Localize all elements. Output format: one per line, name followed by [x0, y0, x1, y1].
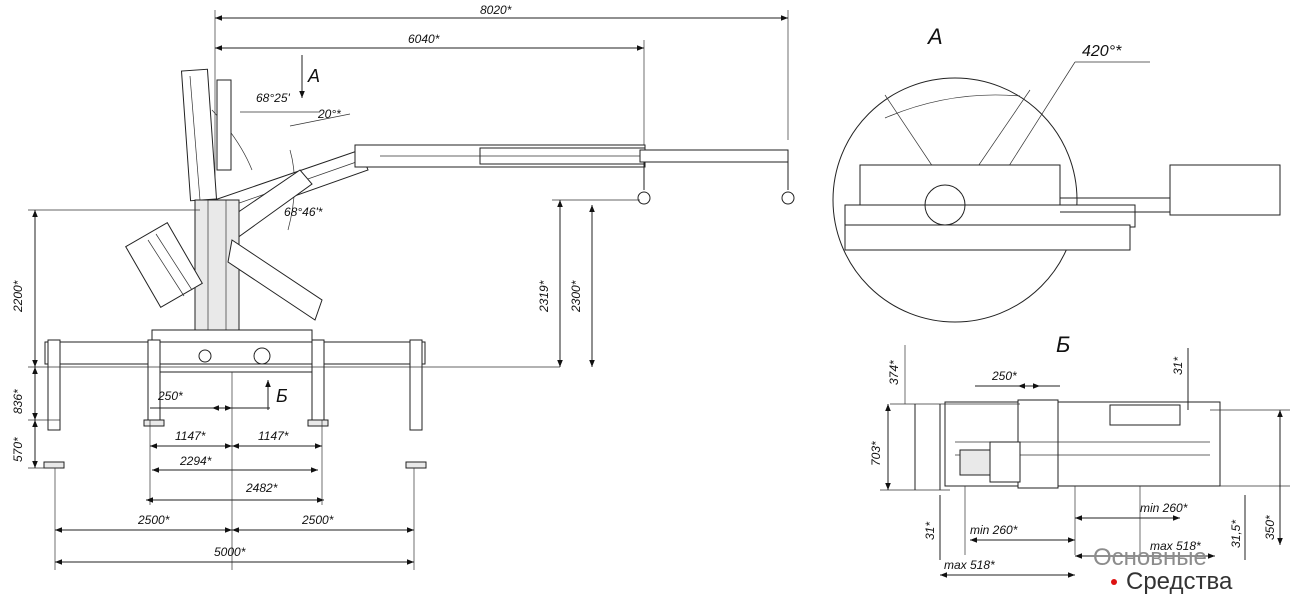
plan-boom-head [1169, 164, 1281, 216]
watermark-logo: Основные Средства [1093, 544, 1233, 595]
view-a: A 420°* [832, 24, 1281, 323]
angle-68-46: 68°46'* [284, 205, 323, 219]
dim-2500-right: 2500* [301, 513, 334, 527]
dim-31-top: 31* [1171, 348, 1189, 410]
watermark-dot [1111, 579, 1117, 585]
dim-max-518-left: max 518* [944, 558, 995, 572]
dim-2200: 2200* [11, 209, 560, 368]
control-valve-block [125, 222, 203, 308]
dim-2300-text: 2300* [569, 280, 583, 313]
dim-703-text: 703* [869, 441, 883, 466]
watermark-line2: Средства [1126, 568, 1233, 595]
dim-2482: 2482* [146, 481, 324, 503]
hook-2 [781, 162, 795, 205]
dim-31-5: 31,5* [1229, 495, 1246, 560]
angle-annotations: 68°25' 20°* 68°46'* [211, 91, 351, 231]
hook-1 [637, 162, 651, 205]
base-frame [43, 329, 427, 469]
dim-max-518-right: max 518* [1150, 539, 1201, 553]
dim-31-bottom: 31* [923, 495, 941, 560]
crane-boom [125, 68, 795, 331]
view-a-angle: 420°* [1082, 43, 1122, 60]
plan-base [844, 224, 1131, 251]
dim-374: 374* [887, 345, 1020, 405]
side-view: 8020* 6040* A 68°25' 20°* 68°46'* [11, 3, 795, 570]
dim-2482-text: 2482* [245, 481, 278, 495]
view-a-arrow-label: A [307, 66, 320, 86]
dim-8020: 8020* [214, 3, 789, 200]
dim-836-text: 836* [11, 389, 25, 414]
view-a-title: A [926, 24, 943, 49]
angle-20: 20°* [317, 107, 341, 121]
dim-703: 703* [869, 404, 950, 491]
dim-2300: 2300* [569, 205, 595, 367]
dim-250-side-text: 250* [157, 389, 183, 403]
dim-max-518: max 518* max 518* [940, 539, 1215, 578]
dim-350-text: 350* [1263, 515, 1277, 540]
dim-5000-text: 5000* [214, 545, 246, 559]
dim-min-260: min 260* min 260* [964, 486, 1188, 555]
dim-5000: 5000* [55, 545, 414, 565]
dim-250-b-text: 250* [991, 369, 1017, 383]
dim-1147-left: 1147* [175, 429, 206, 443]
dim-8020-text: 8020* [480, 3, 512, 17]
dim-2500: 2500* 2500* [54, 410, 415, 570]
plan-boom [844, 204, 1136, 228]
view-b-title: Б [1056, 332, 1070, 357]
dim-2200-text: 2200* [11, 280, 25, 313]
view-b-arrow: Б [265, 380, 288, 410]
dim-2319-text: 2319* [537, 280, 551, 313]
dim-250-side: 250* [150, 389, 270, 411]
plan-column [859, 164, 1061, 206]
dim-min-260-right: min 260* [1140, 501, 1188, 515]
dim-31-top-text: 31* [1171, 357, 1185, 375]
dim-570-text: 570* [11, 437, 25, 462]
dim-2294-text: 2294* [179, 454, 212, 468]
dim-374-text: 374* [887, 360, 901, 385]
dim-350: 350* [1210, 409, 1290, 545]
dim-2294: 2294* [152, 454, 318, 473]
dim-6040: 6040* [215, 32, 645, 150]
view-a-arrow: A [299, 55, 320, 98]
slewing-angle-arc [884, 94, 1021, 119]
dim-1147-right: 1147* [258, 429, 289, 443]
dim-6040-text: 6040* [408, 32, 440, 46]
view-b-arrow-label: Б [276, 386, 288, 406]
dim-1147: 1147* 1147* [149, 420, 323, 505]
dim-min-260-left: min 260* [970, 523, 1018, 537]
dim-31-bottom-text: 31* [923, 522, 937, 540]
dim-250-b: 250* [975, 369, 1060, 389]
watermark-line1: Основные [1093, 544, 1207, 571]
view-b: Б 374* 250* 31* 703* [869, 332, 1290, 578]
dim-2319: 2319* [537, 199, 640, 367]
slewing-range-circle [832, 77, 1078, 323]
dim-31-5-text: 31,5* [1229, 520, 1243, 548]
dim-2500-left: 2500* [137, 513, 170, 527]
angle-68-25: 68°25' [256, 91, 290, 105]
